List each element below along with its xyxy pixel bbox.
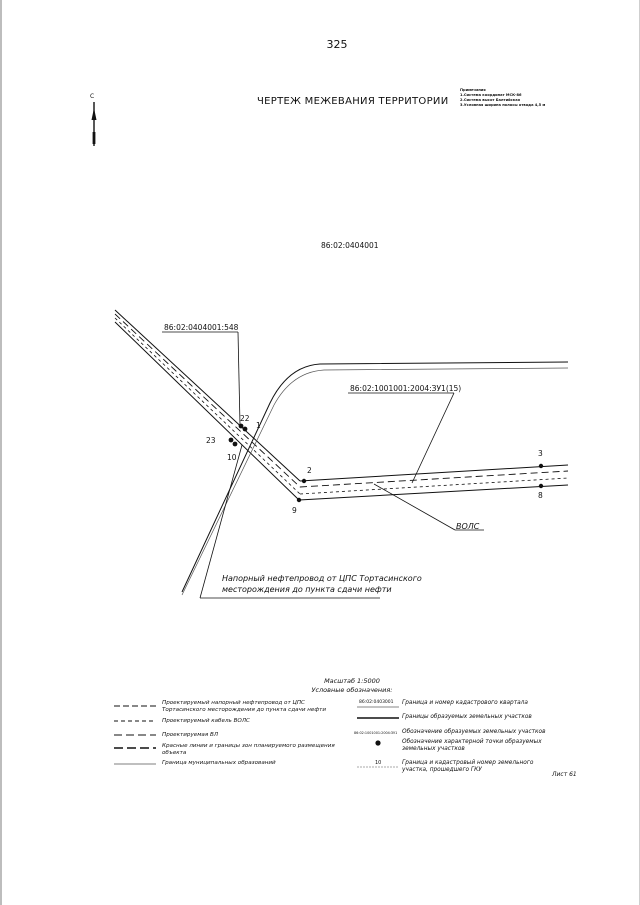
sheet-number: Лист 61 bbox=[552, 771, 577, 778]
legend-point-text: Обозначение характерной точки образуемых… bbox=[402, 739, 542, 752]
point-label-9: 9 bbox=[292, 506, 297, 515]
north-label: С bbox=[90, 93, 95, 100]
vols-label: ВОЛС bbox=[456, 522, 480, 531]
point-label-1: 1 bbox=[256, 421, 261, 430]
point-22 bbox=[238, 423, 244, 429]
point-1 bbox=[242, 426, 248, 432]
quarter-number: 86:02:0404001 bbox=[321, 241, 379, 250]
pipeline-annotation-line-2: месторождения до пункта сдачи нефти bbox=[222, 585, 392, 594]
parcel-label-548: 86:02:0404001:548 bbox=[164, 323, 239, 332]
legend-right-symbols bbox=[357, 706, 399, 768]
legend-quarter-sample: 86:02:0403001 bbox=[359, 700, 394, 705]
note-line-2: 2.Система высот Балтийская bbox=[460, 98, 520, 102]
point-10 bbox=[232, 441, 238, 447]
pipeline-leader bbox=[199, 444, 243, 599]
right-cable-line bbox=[299, 477, 569, 495]
corridor-edge-lower bbox=[114, 321, 300, 501]
notes-block: Примечания 1.Система координат МСК-86 2.… bbox=[460, 88, 545, 108]
page-number: 325 bbox=[326, 38, 348, 51]
point-9 bbox=[296, 497, 302, 503]
point-label-23: 23 bbox=[206, 436, 216, 445]
point-3 bbox=[538, 463, 544, 469]
pipeline-annotation: Напорный нефтепровод от ЦПС Тортасинског… bbox=[222, 573, 422, 595]
legend-vl-text: Проектируемая ВЛ bbox=[162, 732, 219, 738]
legend-designation-sample: 86:02:1001001:2004:ЗУ1 bbox=[354, 731, 398, 735]
right-edge-upper bbox=[299, 464, 569, 482]
legend-left-symbols bbox=[114, 705, 156, 765]
note-line-1: 1.Система координат МСК-86 bbox=[460, 93, 522, 97]
quarter-boundary-inner bbox=[181, 367, 569, 596]
legend-quarter-text: Граница и номер кадастрового квартала bbox=[402, 700, 528, 706]
legend-heading: Условные обозначения: bbox=[311, 686, 393, 694]
right-pipeline-line bbox=[299, 470, 569, 488]
legend-gku-text: Граница и кадастровый номер земельного у… bbox=[402, 760, 534, 773]
legend-designation-text: Обозначение образуемых земельных участко… bbox=[402, 729, 546, 735]
point-label-3: 3 bbox=[538, 449, 543, 458]
point-23 bbox=[228, 437, 234, 443]
legend-red-lines-text: Красные линии и границы зон планируемого… bbox=[162, 743, 335, 756]
parcel-label-zu1: 86:02:1001001:2004:ЗУ1(15) bbox=[350, 384, 462, 393]
drawing-title: ЧЕРТЕЖ МЕЖЕВАНИЯ ТЕРРИТОРИИ bbox=[257, 96, 449, 107]
vols-leader bbox=[373, 483, 456, 531]
point-8 bbox=[538, 483, 544, 489]
legend-pipeline-text: Проектируемый напорный нефтепровод от ЦП… bbox=[162, 700, 327, 713]
note-line-3: 3.Условная ширина полосы отвода 4,5 м bbox=[460, 103, 546, 107]
point-label-2: 2 bbox=[307, 466, 312, 475]
point-2 bbox=[301, 478, 307, 484]
point-label-10: 10 bbox=[227, 453, 237, 462]
legend-formed-text: Границы образуемых земельных участков bbox=[402, 714, 532, 720]
cable-line bbox=[114, 317, 301, 495]
pipeline-annotation-line-1: Напорный нефтепровод от ЦПС Тортасинског… bbox=[222, 574, 422, 583]
parcel-right-leader bbox=[411, 392, 455, 484]
corridor-edge-upper bbox=[114, 309, 301, 482]
legend-gku-sample: 10 bbox=[375, 760, 382, 766]
notes-heading: Примечания bbox=[460, 88, 486, 92]
point-label-22: 22 bbox=[240, 414, 250, 423]
right-edge-lower bbox=[298, 484, 569, 501]
point-label-8: 8 bbox=[538, 491, 543, 500]
legend-municipal-text: Граница муниципальных образований bbox=[162, 760, 276, 766]
parcel-548-leader bbox=[237, 331, 241, 426]
pipeline-line bbox=[114, 313, 301, 488]
legend-cable-text: Проектируемый кабель ВОЛС bbox=[162, 718, 250, 724]
quarter-boundary-outer bbox=[181, 361, 569, 593]
north-arrow-icon bbox=[91, 102, 97, 146]
scale-label: Масштаб 1:5000 bbox=[324, 677, 380, 685]
